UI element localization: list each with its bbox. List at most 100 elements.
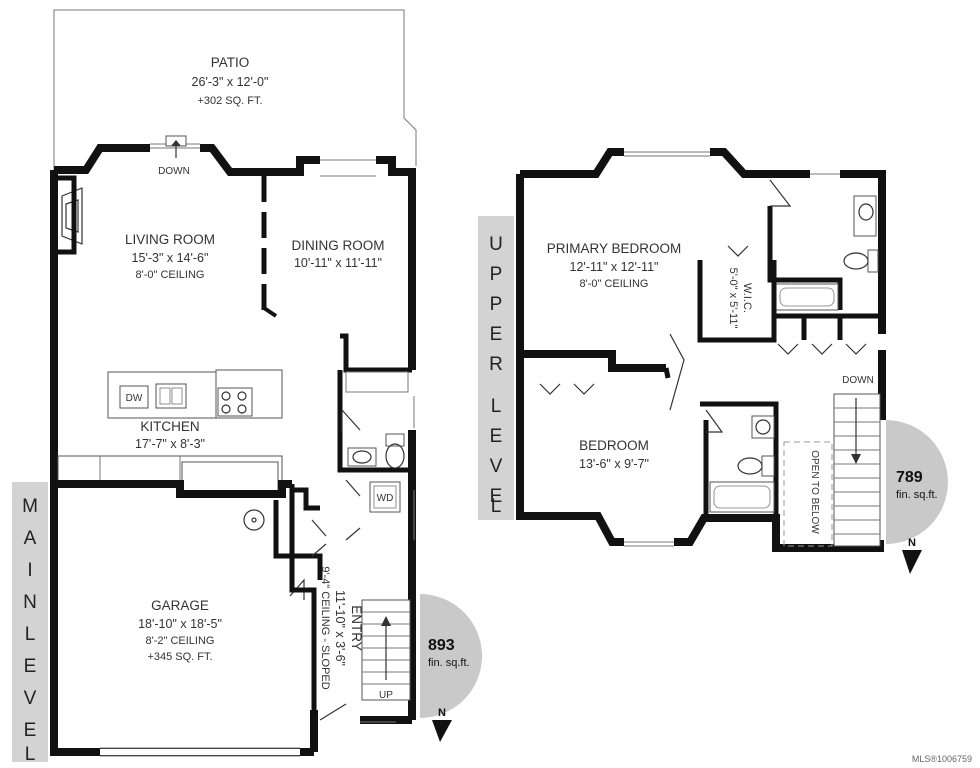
door-swing — [345, 479, 361, 541]
main-level-plan: M A I N L E V E L — [12, 9, 482, 765]
upper-level-label: U P P E R L E V E L — [489, 234, 503, 517]
wic-label: W.I.C. 5'-0" x 5'-11" — [727, 268, 753, 329]
dining-room-label: DINING ROOM 10'-11" x 11'-11" — [292, 238, 385, 270]
upper-level-letter: P — [490, 294, 503, 315]
burner — [221, 404, 231, 414]
interior-wall — [337, 370, 412, 473]
upper-stairs — [833, 393, 881, 547]
interior-wall — [262, 306, 278, 318]
upper-north-label: N — [908, 537, 916, 549]
ensuite-toilet — [867, 249, 879, 273]
burner — [237, 391, 247, 401]
upper-level-letter: E — [490, 426, 503, 447]
kitchen-sink — [159, 387, 171, 405]
upper-stair-treads — [834, 407, 880, 535]
down-arrow-icon — [171, 140, 181, 146]
living-room-ceiling: 8'-0" CEILING — [136, 269, 205, 281]
upper-level-letter: L — [491, 496, 502, 517]
upper-level-letter: P — [490, 264, 503, 285]
upper-level-letter: R — [489, 354, 503, 375]
interior-wall — [767, 206, 843, 310]
door-swing — [341, 409, 361, 432]
patio-label: PATIO 26'-3" x 12'-0" +302 SQ. FT. — [192, 55, 269, 107]
exterior-wall — [710, 148, 810, 178]
kitchen-sink — [171, 387, 183, 405]
main-sqft-marker — [420, 594, 482, 718]
main-level-letter: L — [25, 744, 36, 765]
water-heater — [243, 509, 265, 531]
pantry-counter — [181, 461, 279, 495]
north-arrow-icon — [432, 720, 452, 742]
exterior-wall — [54, 144, 150, 174]
bath-toilet — [737, 457, 763, 475]
main-level-letter: L — [25, 624, 36, 645]
bath-sink — [755, 419, 771, 435]
bedroom-dims: 13'-6" x 9'-7" — [579, 457, 649, 471]
dining-room-dims: 10'-11" x 11'-11" — [294, 256, 382, 270]
exterior-wall — [200, 144, 320, 176]
main-sqft-value: 893 — [428, 637, 455, 654]
interior-wall — [273, 500, 323, 580]
upper-level-letter: U — [489, 234, 503, 255]
burner — [237, 404, 247, 414]
open-to-below-label: OPEN TO BELOW — [809, 450, 820, 534]
bath-door — [705, 409, 724, 433]
exterior-wall — [516, 174, 624, 546]
upper-level-band — [478, 216, 514, 520]
fireplace-wall — [56, 175, 77, 255]
primary-bedroom-label: PRIMARY BEDROOM 12'-11" x 12'-11" 8'-0" … — [547, 241, 682, 290]
main-level-letter: A — [24, 528, 37, 549]
ensuite-door — [769, 179, 792, 207]
patio-name: PATIO — [211, 55, 250, 70]
interior-wall — [700, 401, 779, 518]
living-room-label: LIVING ROOM 15'-3" x 14'-6" 8'-0" CEILIN… — [125, 232, 215, 281]
toilet — [385, 443, 405, 469]
kitchen-name: KITCHEN — [140, 419, 199, 434]
patio-outline — [53, 9, 417, 170]
upper-sqft-unit: fin. sq.ft. — [896, 489, 938, 501]
washer-dryer — [373, 485, 397, 509]
closet-shelf — [345, 371, 409, 393]
bedroom-closet-doors — [539, 383, 595, 395]
dishwasher-label: DW — [126, 393, 143, 404]
wic-wall — [697, 260, 777, 343]
bedroom-door — [669, 333, 685, 411]
upper-level-letter: E — [490, 486, 503, 507]
wic-dims: 5'-0" x 5'-11" — [727, 268, 739, 329]
interior-wall — [54, 480, 292, 498]
powder-sink — [352, 450, 372, 464]
mls-watermark: MLS®1006759 — [912, 754, 972, 764]
washer-dryer-label: WD — [377, 493, 394, 504]
primary-bedroom-ceiling: 8'-0" CEILING — [580, 278, 649, 290]
upper-level-letter: V — [490, 456, 503, 477]
wic-name: W.I.C. — [741, 283, 753, 313]
upper-sqft-value: 789 — [896, 469, 923, 486]
kitchen-dims: 17'-7" x 8'-3" — [135, 437, 205, 451]
hall-closet-doors — [777, 343, 867, 355]
upper-level-letter: L — [491, 396, 502, 417]
entry-name: ENTRY — [349, 605, 364, 651]
main-level-letter: E — [24, 656, 37, 677]
wic-door — [727, 245, 749, 257]
entry-ceiling: 9'-4" CEILING - SLOPED — [319, 566, 331, 689]
main-level-letter: M — [22, 496, 38, 517]
ensuite-tub — [779, 287, 835, 307]
toilet — [385, 433, 405, 447]
ensuite-sink — [858, 203, 874, 221]
garage-area: +345 SQ. FT. — [147, 651, 212, 663]
patio-dims: 26'-3" x 12'-0" — [192, 75, 269, 89]
kitchen-label: KITCHEN 17'-7" x 8'-3" — [135, 419, 205, 451]
main-level-letter: N — [23, 592, 37, 613]
north-arrow-icon — [902, 550, 922, 574]
patio-area: +302 SQ. FT. — [197, 95, 262, 107]
bedroom-label: BEDROOM 13'-6" x 9'-7" — [579, 438, 649, 471]
primary-bedroom-dims: 12'-11" x 12'-11" — [570, 260, 659, 274]
interior-wall — [663, 367, 671, 379]
exterior-wall — [520, 148, 624, 178]
upper-down-label: DOWN — [842, 375, 874, 386]
up-label: UP — [379, 690, 393, 701]
main-level-letter: I — [27, 560, 32, 581]
down-arrow-icon — [851, 454, 861, 464]
up-arrow-icon — [381, 616, 391, 626]
